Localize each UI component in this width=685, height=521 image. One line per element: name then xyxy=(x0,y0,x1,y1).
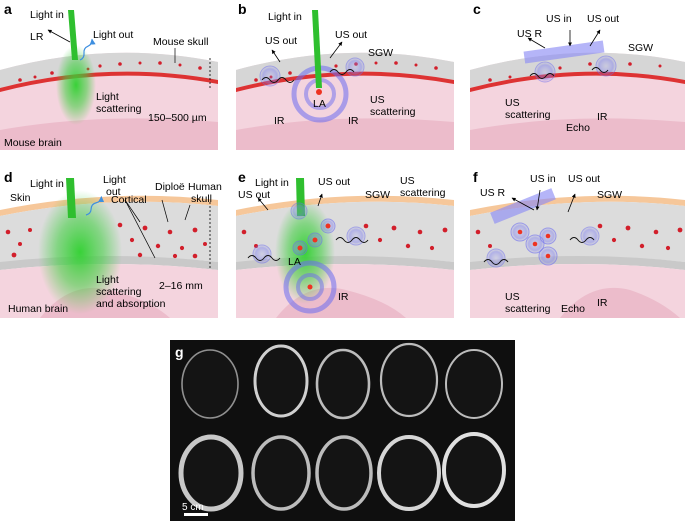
ct-slice xyxy=(445,349,503,419)
label-b-la: LA xyxy=(313,98,326,110)
scale-bar xyxy=(184,513,208,516)
ct-slice xyxy=(315,435,373,511)
label-d-cortical: Cortical xyxy=(111,194,147,206)
label-c-us-scattering-2: scattering xyxy=(505,109,551,121)
panel-b-letter: b xyxy=(238,1,247,17)
label-e-us-out-top: US out xyxy=(318,176,350,188)
panel-c xyxy=(470,0,685,150)
label-e-us-out-left: US out xyxy=(238,189,270,201)
label-a-lr: LR xyxy=(30,31,44,43)
panel-e xyxy=(236,168,454,318)
label-d-thickness: 2–16 mm xyxy=(159,280,203,292)
label-b-light-in: Light in xyxy=(268,11,302,23)
label-d-light-sa-2: scattering xyxy=(96,286,142,298)
panel-b xyxy=(236,0,454,150)
label-e-la: LA xyxy=(288,256,301,268)
label-b-us-out-left: US out xyxy=(265,35,297,47)
label-a-mouse-brain: Mouse brain xyxy=(4,137,62,149)
label-a-light-scattering-1: Light xyxy=(96,91,119,103)
label-d-skin: Skin xyxy=(10,192,31,204)
label-a-thickness: 150–500 µm xyxy=(148,112,207,124)
label-c-us-r: US R xyxy=(517,28,543,40)
label-e-sgw: SGW xyxy=(365,189,390,201)
label-g-scale: 5 cm xyxy=(182,502,204,513)
label-d-light-out-2: out xyxy=(106,186,121,198)
label-e-us-scattering-2: scattering xyxy=(400,187,446,199)
label-b-sgw: SGW xyxy=(368,47,393,59)
label-c-us-scattering-1: US xyxy=(505,97,520,109)
label-c-us-out: US out xyxy=(587,13,619,25)
label-f-us-in: US in xyxy=(530,173,556,185)
label-a-light-in: Light in xyxy=(30,9,64,21)
panel-d xyxy=(0,168,218,318)
ct-slice xyxy=(178,434,244,512)
label-f-us-r: US R xyxy=(480,187,506,199)
label-d-light-sa-3: and absorption xyxy=(96,298,166,310)
label-f-sgw: SGW xyxy=(597,189,622,201)
label-d-diploe: Diploë xyxy=(155,181,185,193)
label-d-human-skull-2: skull xyxy=(191,193,212,205)
label-b-us-scattering-2: scattering xyxy=(370,106,416,118)
label-a-light-scattering-2: scattering xyxy=(96,103,142,115)
label-d-human-brain: Human brain xyxy=(8,303,68,315)
label-b-us-scattering-1: US xyxy=(370,94,385,106)
ct-slice xyxy=(253,344,309,418)
label-e-light-in: Light in xyxy=(255,177,289,189)
panel-c-letter: c xyxy=(473,1,481,17)
label-c-echo: Echo xyxy=(566,122,590,134)
label-c-sgw: SGW xyxy=(628,42,653,54)
label-b-us-out-mid: US out xyxy=(335,29,367,41)
label-b-ir-left: IR xyxy=(274,115,285,127)
panel-d-letter: d xyxy=(4,169,13,185)
label-f-us-out: US out xyxy=(568,173,600,185)
label-e-ir: IR xyxy=(338,291,349,303)
ct-slice xyxy=(379,342,439,418)
panel-f-letter: f xyxy=(473,169,478,185)
ct-slice xyxy=(377,435,441,511)
label-b-ir-right: IR xyxy=(348,115,359,127)
label-d-light-in: Light in xyxy=(30,178,64,190)
panel-g-ct-grid xyxy=(178,342,506,512)
panel-f xyxy=(470,168,685,318)
label-e-us-scattering-1: US xyxy=(400,175,415,187)
label-c-us-in: US in xyxy=(546,13,572,25)
label-a-mouse-skull: Mouse skull xyxy=(153,36,208,48)
label-c-ir: IR xyxy=(597,111,608,123)
panel-g-letter: g xyxy=(175,344,184,360)
label-f-ir: IR xyxy=(597,297,608,309)
panel-a xyxy=(0,0,218,150)
panel-e-letter: e xyxy=(238,169,246,185)
ct-slice xyxy=(181,349,239,419)
label-f-echo: Echo xyxy=(561,303,585,315)
label-d-human-skull-1: Human xyxy=(188,181,222,193)
ct-slice xyxy=(315,348,371,420)
label-f-us-scattering-2: scattering xyxy=(505,303,551,315)
ct-slice xyxy=(251,435,311,511)
panel-a-letter: a xyxy=(4,1,12,17)
label-d-light-out-1: Light xyxy=(103,174,126,186)
label-a-light-out: Light out xyxy=(93,29,133,41)
label-d-light-sa-1: Light xyxy=(96,274,119,286)
ct-slice xyxy=(442,432,506,508)
label-f-us-scattering-1: US xyxy=(505,291,520,303)
